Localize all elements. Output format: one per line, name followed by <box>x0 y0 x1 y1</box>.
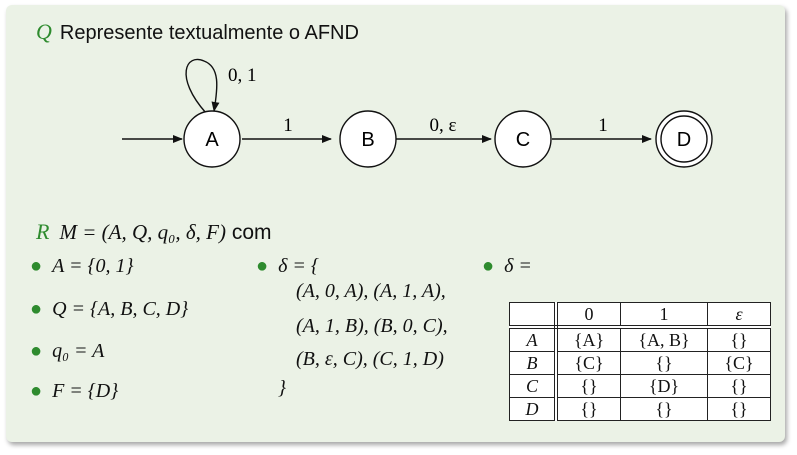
bullet-icon: ● <box>30 380 43 402</box>
table-row-label: C <box>509 374 558 398</box>
delta-transition-table: 0 1 ε A {A} {A, B} {} B {C} {} {C} C {} … <box>509 302 771 421</box>
table-cell: {D} <box>620 374 708 398</box>
delta-table-header: ●δ = <box>482 255 532 277</box>
table-row: A {A} {A, B} {} <box>509 326 771 352</box>
question-text: Represente textualmente o AFND <box>59 22 359 44</box>
transition-label-b-c: 0, ε <box>430 115 457 136</box>
table-cell: {} <box>620 351 708 375</box>
transition-label-c-d: 1 <box>598 115 608 136</box>
bullet-icon: ● <box>30 255 43 277</box>
question-symbol: Q <box>36 19 52 44</box>
delta-set-close: } <box>278 377 286 399</box>
delta-set-line-2: (A, 1, B), (B, 0, C), <box>296 315 448 337</box>
table-header-cell: 1 <box>620 302 708 329</box>
table-header-row: 0 1 ε <box>509 302 771 329</box>
state-c: C <box>494 110 552 168</box>
table-header-cell <box>509 302 558 329</box>
transition-label-a-b: 1 <box>283 115 293 136</box>
delta-set-line-1: (A, 0, A), (A, 1, A), <box>296 280 446 302</box>
delta-set-line-3: (B, ε, C), (C, 1, D) <box>296 348 444 370</box>
state-a: A <box>183 110 241 168</box>
state-b-label: B <box>361 129 374 151</box>
answer-symbol: R <box>36 219 50 244</box>
table-row: C {} {D} {} <box>509 374 771 398</box>
table-header-cell: 0 <box>555 302 621 329</box>
bullet-icon: ● <box>256 255 269 277</box>
transition-arrow-a-a <box>185 58 220 114</box>
state-b: B <box>339 110 397 168</box>
state-a-label: A <box>205 129 219 151</box>
table-cell: {C} <box>555 351 621 375</box>
table-row: D {} {} {} <box>509 397 771 421</box>
table-cell: {C} <box>707 351 771 375</box>
table-header-cell: ε <box>707 302 771 329</box>
automaton-diagram: 0, 1 1 0, ε 1 A B C D <box>122 58 713 168</box>
answer-definition: M = (A, Q, q₀, δ, F) <box>59 220 226 244</box>
item-initial-state: ●q₀ = A <box>30 340 105 362</box>
table-cell: {A} <box>555 326 621 352</box>
state-d-final: D <box>655 110 713 168</box>
item-alphabet: ●A = {0, 1} <box>30 255 134 277</box>
table-cell: {} <box>555 374 621 398</box>
item-final-states: ●F = {D} <box>30 380 119 402</box>
delta-set-header: ●δ = { <box>256 255 319 277</box>
answer-definition-suffix: com <box>231 221 272 244</box>
table-row-label: A <box>509 326 558 352</box>
state-d-label: D <box>677 129 691 151</box>
table-cell: {} <box>620 397 708 421</box>
bullet-icon: ● <box>482 255 495 277</box>
table-row-label: B <box>509 351 558 375</box>
answer-line: R M = (A, Q, q₀, δ, F) com <box>36 219 272 245</box>
table-cell: {A, B} <box>620 326 708 352</box>
question-line: Q Represente textualmente o AFND <box>36 19 359 45</box>
bullet-icon: ● <box>30 340 43 362</box>
item-states: ●Q = {A, B, C, D} <box>30 298 189 320</box>
content-block: Q Represente textualmente o AFND 0, 1 1 0… <box>6 5 785 442</box>
table-cell: {} <box>707 326 771 352</box>
transition-label-a-a: 0, 1 <box>228 65 257 86</box>
table-row-label: D <box>509 397 558 421</box>
table-cell: {} <box>555 397 621 421</box>
state-c-label: C <box>516 129 530 151</box>
table-cell: {} <box>707 397 771 421</box>
table-cell: {} <box>707 374 771 398</box>
bullet-icon: ● <box>30 298 43 320</box>
table-row: B {C} {} {C} <box>509 351 771 375</box>
